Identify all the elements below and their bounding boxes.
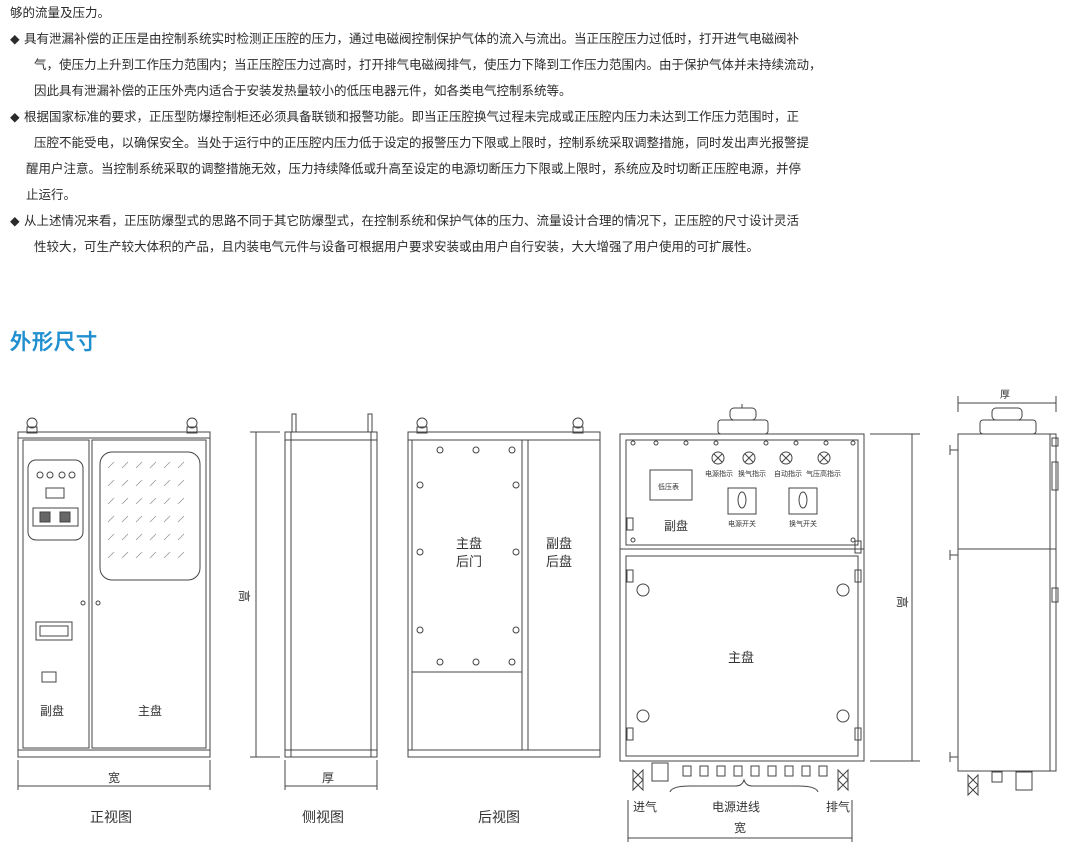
bolt-holes: [636, 583, 850, 723]
main-back-door-label: 主盘: [456, 536, 482, 552]
text-line: 根据国家标准的要求，正压型防爆控制柜还必须具备联锁和报警功能。即当正压腔换气过程…: [24, 109, 800, 124]
width-label: 宽: [734, 820, 746, 835]
lifting-eye-icon: [186, 417, 198, 429]
sub-panel-label: 副盘: [40, 703, 64, 718]
power-inlet-label: 电源进线: [712, 800, 760, 814]
door-handle-icon: [95, 600, 101, 606]
indicator-label: 电源指示: [705, 469, 733, 478]
valve-icon: [967, 773, 979, 797]
inlet-valve-icon: [632, 768, 644, 792]
side-view: 高 厚 侧视图: [237, 413, 378, 826]
text-line: 因此具有泄漏补偿的正压外壳内适合于安装发热量较小的低压电器元件，如各类电气控制系…: [34, 83, 572, 98]
lifting-eye-icon: [416, 417, 428, 429]
viewing-window: [99, 451, 201, 581]
section-title: 外形尺寸: [10, 330, 98, 354]
main-panel-door: [91, 439, 207, 749]
depth-label: 厚: [1000, 389, 1010, 401]
alarm-bell-icon: [717, 419, 769, 435]
front-view: 副盘 主盘 宽 正视图: [17, 417, 211, 826]
text-line: 压腔不能受电，以确保安全。当处于运行中的正压腔内压力低于设定的报警压力下限或上限…: [34, 135, 810, 150]
power-switch: [727, 487, 757, 515]
description-text: 够的流量及压力。 ◆ 具有泄漏补偿的正压是由控制系统实时检测正压腔的压力，通过电磁…: [10, 0, 1060, 260]
bolt-holes: [630, 440, 856, 543]
outlet-valve-icon: [837, 768, 849, 792]
bullet-paragraph-2: ◆ 根据国家标准的要求，正压型防爆控制柜还必须具备联锁和报警功能。即当正压腔换气过…: [10, 104, 1060, 208]
sub-panel-door: [22, 439, 90, 749]
bullet-paragraph-3: ◆ 从上述情况来看，正压防爆型式的思路不同于其它防爆型式，在控制系统和保护气体的压…: [10, 208, 1060, 260]
main-panel-box: [619, 548, 865, 762]
lifting-eye-icon: [26, 417, 38, 429]
profile-view: 厚: [949, 389, 1059, 797]
text-line: 气，使压力上升到工作压力范围内；当正压腔压力过高时，打开排气电磁阀排气，使压力下…: [34, 57, 822, 72]
height-label: 高: [895, 596, 910, 608]
main-back-door-label: 后门: [456, 555, 482, 570]
text-line: 从上述情况来看，正压防爆型式的思路不同于其它防爆型式，在控制系统和保护气体的压力…: [24, 213, 800, 228]
outlet-label: 排气: [826, 799, 850, 814]
back-cabinet: [407, 431, 601, 758]
control-panel-inset: [27, 459, 84, 541]
power-inlet-brace: [669, 778, 819, 793]
width-label: 宽: [108, 770, 120, 785]
back-view-caption: 后视图: [478, 810, 520, 826]
depth-label: 厚: [322, 771, 334, 785]
indicator-lamps: [711, 451, 831, 465]
inlet-label: 进气: [633, 799, 657, 814]
indicator-label: 自动指示: [774, 469, 802, 478]
sub-back-label: 后盘: [546, 554, 572, 570]
low-pressure-label: 低压表: [658, 482, 679, 491]
low-pressure-gauge: [649, 469, 693, 501]
side-cabinet: [284, 431, 378, 758]
text-line: 醒用户注意。当控制系统采取的调整措施无效，压力持续降低或升高至设定的电源切断压力…: [26, 161, 802, 176]
front-view-caption: 正视图: [90, 810, 132, 826]
cable-glands: [651, 762, 828, 782]
main-panel-label: 主盘: [138, 703, 162, 718]
vent-switch: [788, 487, 818, 515]
text-line: 够的流量及压力。: [10, 5, 111, 20]
switch-block: [32, 507, 79, 527]
diamond-bullet-icon: ◆: [10, 213, 20, 228]
lifting-eye-icon: [572, 417, 584, 429]
sub-panel-label: 副盘: [664, 518, 688, 533]
side-view-caption: 侧视图: [302, 810, 344, 826]
text-line: 止运行。: [26, 187, 77, 202]
detail-front-view: 电源指示 换气指示 自动指示 气压高指示 低压表 副盘 电源开关 换气开关 主盘: [619, 404, 920, 842]
text-line: 具有泄漏补偿的正压是由控制系统实时检测正压腔的压力，通过电磁阀控制保护气体的流入…: [24, 31, 800, 46]
main-back-door: [411, 439, 523, 673]
vent-switch-label: 换气开关: [789, 519, 817, 528]
alarm-bell-icon: [979, 419, 1037, 435]
profile-cabinet: [957, 433, 1057, 772]
text-line: 性较大，可生产较大体积的产品，且内装电气元件与设备可根据用户要求安装或由用户自行…: [34, 239, 760, 254]
height-label: 高: [237, 590, 252, 602]
indicator-label: 气压高指示: [806, 469, 841, 478]
main-panel-label: 主盘: [728, 650, 754, 666]
bullet-paragraph-1: ◆ 具有泄漏补偿的正压是由控制系统实时检测正压腔的压力，通过电磁阀控制保护气体的流…: [10, 26, 1060, 104]
door-handle-icon: [80, 600, 86, 606]
name-plate: [35, 621, 73, 641]
sub-back-label: 副盘: [546, 536, 572, 552]
back-view: 主盘 后门 副盘 后盘 后视图: [407, 417, 601, 826]
power-switch-label: 电源开关: [728, 519, 756, 528]
diamond-bullet-icon: ◆: [10, 109, 20, 124]
diamond-bullet-icon: ◆: [10, 31, 20, 46]
indicator-label: 换气指示: [738, 469, 766, 478]
bolt-holes: [416, 446, 520, 666]
